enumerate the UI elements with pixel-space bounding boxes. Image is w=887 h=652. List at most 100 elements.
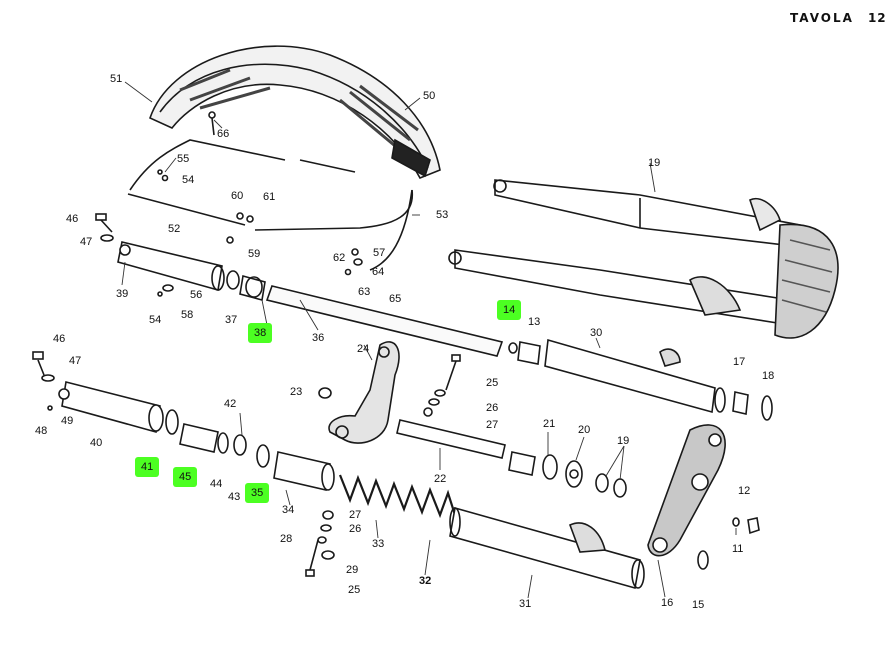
callout-27-upper: 27 [486, 419, 499, 431]
callout-34: 34 [282, 504, 295, 516]
ring-35 [256, 444, 270, 468]
seal-41 [165, 409, 179, 435]
callout-23: 23 [290, 386, 303, 398]
callout-59: 59 [248, 248, 261, 260]
callout-13: 13 [528, 316, 541, 328]
callout-19-bearing: 19 [617, 435, 630, 447]
washer-15 [697, 550, 709, 570]
callout-30: 30 [590, 327, 603, 339]
callout-29: 29 [346, 564, 359, 576]
hardware-62-65 [344, 248, 363, 276]
shaft-36 [265, 285, 504, 357]
callout-47-bottom: 47 [69, 355, 82, 367]
callout-48: 48 [35, 425, 48, 437]
bolt-25-group [423, 354, 461, 417]
callout-28: 28 [280, 533, 293, 545]
callout-26-upper: 26 [486, 402, 499, 414]
callout-58: 58 [181, 309, 194, 321]
shaft-22 [396, 419, 506, 459]
callout-15: 15 [692, 599, 705, 611]
callout-52: 52 [168, 223, 181, 235]
leader-lines [121, 81, 737, 599]
slider-30 [544, 338, 716, 414]
callout-51: 51 [110, 73, 123, 85]
fork-lower-30 [448, 223, 839, 339]
callout-12: 12 [738, 485, 751, 497]
callout-42: 42 [224, 398, 237, 410]
callout-64: 64 [372, 266, 385, 278]
callout-53: 53 [436, 209, 449, 221]
plate-header: TAVOLA 12 [790, 11, 887, 25]
bearings-21 [508, 451, 627, 498]
washer-14 [508, 342, 518, 354]
bolt-25-bottom [305, 510, 335, 577]
fender-part [149, 45, 441, 180]
left-tube-40 [32, 351, 164, 434]
callout-40: 40 [90, 437, 103, 449]
callout-65: 65 [389, 293, 402, 305]
bushing-37 [226, 270, 240, 290]
callout-25-lower: 25 [348, 584, 361, 596]
callout-45-highlighted: 45 [173, 467, 198, 487]
callout-37: 37 [225, 314, 238, 326]
callout-66: 66 [217, 128, 230, 140]
callout-46-top: 46 [66, 213, 79, 225]
sleeve-34 [273, 451, 331, 491]
callout-38-highlighted: 38 [248, 323, 273, 343]
callout-57: 57 [373, 247, 386, 259]
bolt-washer-top [95, 213, 114, 242]
callout-18: 18 [762, 370, 775, 382]
callout-60: 60 [231, 190, 244, 202]
washer-12 [732, 517, 740, 527]
callout-55: 55 [177, 153, 190, 165]
callout-54-b: 54 [149, 314, 162, 326]
callout-63: 63 [358, 286, 371, 298]
plate-number: 12 [867, 11, 887, 25]
fender-stay-part [127, 111, 414, 271]
nut-11 [747, 517, 760, 535]
callout-11: 11 [732, 543, 744, 555]
callout-44: 44 [210, 478, 223, 490]
callout-31: 31 [519, 598, 532, 610]
callout-47-top: 47 [80, 236, 93, 248]
callout-22: 22 [434, 473, 447, 485]
callout-24: 24 [357, 343, 370, 355]
callout-50: 50 [423, 90, 436, 102]
bushing-17 [732, 391, 749, 415]
ring-44 [217, 432, 229, 454]
callout-61: 61 [263, 191, 276, 203]
callout-17: 17 [733, 356, 746, 368]
fork-leg-31 [449, 506, 645, 590]
callout-62: 62 [333, 252, 346, 264]
plate-16 [647, 424, 726, 557]
callout-27-lower: 27 [349, 509, 362, 521]
nut-13 [517, 341, 541, 365]
callout-39: 39 [116, 288, 129, 300]
callout-41-highlighted: 41 [135, 457, 160, 477]
bushing-45 [179, 423, 219, 453]
spring-33 [338, 474, 458, 519]
nut-23 [318, 387, 332, 399]
callout-32: 32 [419, 575, 432, 587]
callout-46-bottom: 46 [53, 333, 66, 345]
plate-title: TAVOLA [790, 11, 854, 25]
callout-14-highlighted: 14 [497, 300, 522, 320]
callout-49: 49 [61, 415, 74, 427]
callout-35-highlighted: 35 [245, 483, 270, 503]
callout-25-upper: 25 [486, 377, 499, 389]
callout-16: 16 [661, 597, 674, 609]
callout-26-lower: 26 [349, 523, 362, 535]
callout-56: 56 [190, 289, 203, 301]
seal-18 [761, 395, 773, 421]
callout-54: 54 [182, 174, 195, 186]
callout-36: 36 [312, 332, 325, 344]
callout-20: 20 [578, 424, 591, 436]
callout-19: 19 [648, 157, 661, 169]
left-tube-39 [117, 241, 225, 297]
ring-43 [233, 434, 247, 456]
bracket-24 [328, 341, 400, 444]
callout-43: 43 [228, 491, 241, 503]
callout-33: 33 [372, 538, 385, 550]
